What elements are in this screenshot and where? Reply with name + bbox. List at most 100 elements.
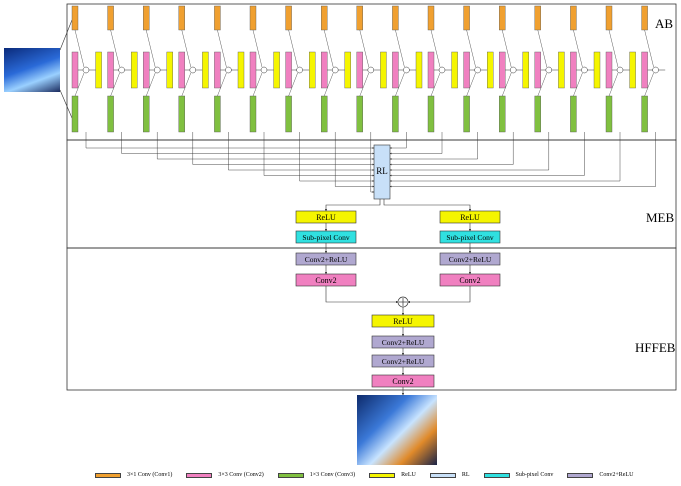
conv1-connector — [146, 29, 156, 68]
conv3-connector — [466, 72, 476, 97]
conv1-connector — [502, 29, 512, 68]
conv2-3x3 — [321, 51, 328, 89]
attention-block-15 — [558, 5, 594, 133]
right-to-sum-line — [407, 286, 471, 304]
conv3-connector — [252, 72, 263, 97]
input-image — [4, 48, 60, 92]
conv1-3x1 — [71, 5, 79, 31]
block-to-rl-link — [192, 132, 375, 166]
sum-node — [260, 66, 268, 74]
conv1-3x1 — [107, 5, 114, 31]
left-conv-relu-label: Conv2+ReLU — [305, 255, 348, 264]
conv3-1x3 — [285, 95, 292, 133]
conv2-3x3 — [285, 51, 292, 89]
attention-blocks-group — [71, 5, 666, 133]
meb-section-label: MEB — [646, 210, 675, 225]
conv2-3x3 — [641, 51, 648, 89]
attention-block-13 — [487, 5, 523, 133]
legend-swatch — [567, 472, 594, 478]
conv2-3x3 — [570, 51, 577, 89]
block-to-rl-link — [121, 132, 375, 155]
conv1-connector — [324, 29, 334, 68]
conv3-1x3 — [321, 95, 328, 133]
conv1-3x1 — [249, 5, 257, 31]
conv1-connector — [359, 29, 369, 68]
conv2-3x3 — [392, 51, 399, 89]
conv1-3x1 — [570, 5, 577, 31]
conv2-3x3 — [71, 51, 79, 89]
input-to-ab-line-bottom — [59, 89, 73, 119]
conv1-connector — [537, 29, 547, 68]
block-to-rl-link — [389, 132, 656, 188]
conv3-1x3 — [570, 95, 577, 133]
conv3-1x3 — [178, 95, 186, 133]
sum-node — [438, 66, 446, 74]
conv1-connector — [395, 29, 405, 68]
sum-node — [225, 66, 232, 74]
block-to-rl-link — [389, 132, 514, 166]
legend-label: Conv2+ReLU — [599, 472, 634, 478]
block-to-rl-link — [334, 132, 375, 188]
conv3-connector — [324, 72, 334, 97]
conv3-connector — [608, 72, 619, 97]
conv3-1x3 — [605, 95, 613, 133]
relu-unit — [380, 51, 387, 89]
conv3-connector — [288, 72, 298, 97]
conv2-3x3 — [178, 51, 186, 89]
conv2-3x3 — [107, 51, 114, 89]
conv3-connector — [502, 72, 512, 97]
conv3-connector — [110, 72, 120, 97]
legend-label: RL — [461, 472, 470, 478]
conv1-3x1 — [499, 5, 506, 31]
legend-swatch — [369, 472, 396, 478]
conv3-connector — [74, 72, 85, 97]
legend-swatch — [186, 472, 213, 478]
conv1-3x1 — [392, 5, 399, 31]
right-relu-label: ReLU — [460, 213, 480, 222]
legend-label: 3×3 Conv (Conv2) — [218, 472, 264, 478]
conv3-1x3 — [427, 95, 435, 133]
sum-node — [118, 66, 125, 74]
legend-swatch — [483, 472, 510, 478]
conv3-1x3 — [356, 95, 363, 133]
relu-unit — [451, 51, 458, 89]
block-to-rl-link — [389, 132, 478, 160]
block-to-rl-link — [389, 132, 621, 182]
attention-block-1 — [71, 5, 96, 133]
conv3-1x3 — [142, 95, 150, 133]
conv1-3x1 — [214, 5, 221, 31]
sum-node — [581, 66, 588, 74]
conv3-connector — [181, 72, 191, 97]
rl-to-left-branch — [324, 199, 381, 212]
fusion-relu-label: ReLU — [393, 317, 413, 326]
attention-block-12 — [451, 5, 488, 133]
conv3-1x3 — [249, 95, 257, 133]
conv1-connector — [181, 29, 191, 68]
conv3-1x3 — [534, 95, 541, 133]
legend-label: 3×1 Conv (Conv1) — [127, 472, 173, 478]
sum-node — [616, 66, 624, 74]
sum-node — [403, 66, 410, 74]
relu-unit — [415, 51, 423, 89]
conv3-1x3 — [107, 95, 114, 133]
legend-item: RL — [429, 472, 470, 478]
conv1-connector — [74, 29, 85, 68]
relu-unit — [558, 51, 565, 89]
block-to-rl-link — [228, 132, 375, 171]
rl-block — [373, 144, 391, 200]
conv1-3x1 — [605, 5, 613, 31]
conv3-connector — [395, 72, 405, 97]
legend-swatch — [429, 472, 456, 478]
conv1-3x1 — [178, 5, 186, 31]
conv2-3x3 — [499, 51, 506, 89]
conv2-3x3 — [142, 51, 150, 89]
attention-block-3 — [130, 5, 167, 133]
conv1-connector — [217, 29, 227, 68]
sum-node — [545, 66, 553, 74]
legend-label: 1×3 Conv (Conv3) — [309, 472, 356, 478]
conv1-connector — [252, 29, 263, 68]
ab-section-label: AB — [655, 16, 674, 31]
fusion-conv-relu-1-label: Conv2+ReLU — [382, 338, 425, 347]
